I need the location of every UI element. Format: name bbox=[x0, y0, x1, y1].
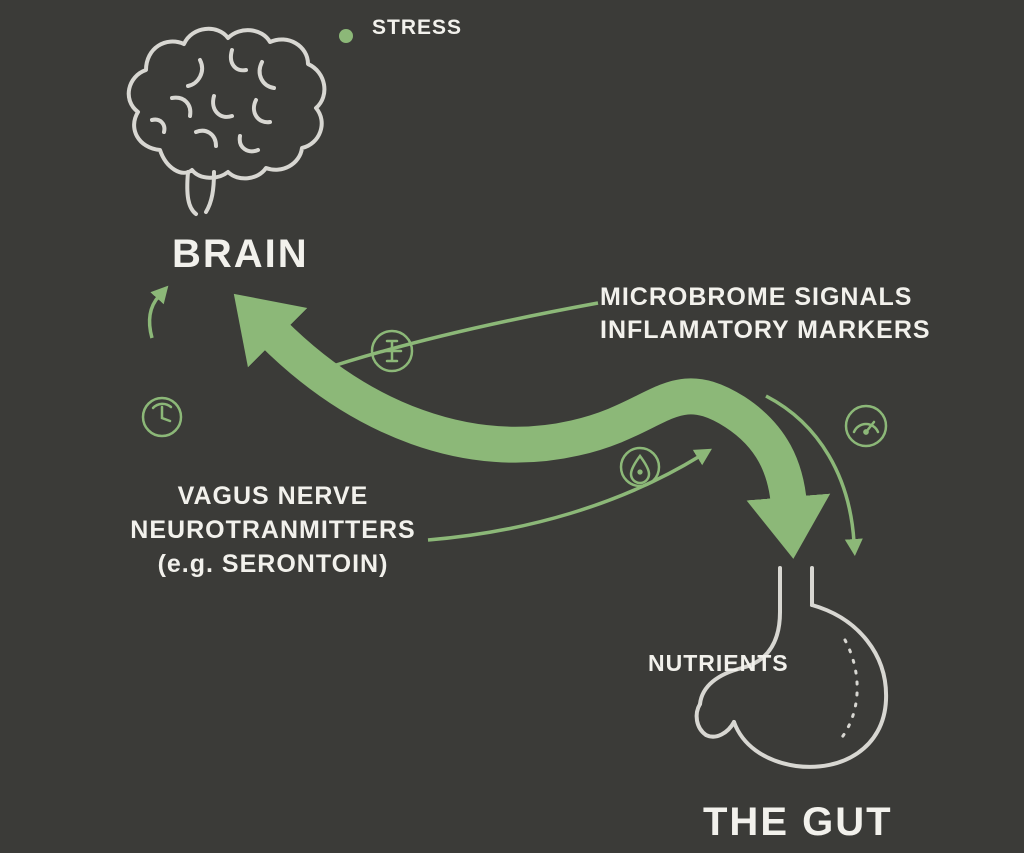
gauge-icon bbox=[844, 404, 888, 448]
nutrients-label: NUTRIENTS bbox=[648, 650, 789, 676]
stomach-icon bbox=[694, 566, 889, 769]
microbiome-signals-text: MICROBROME SIGNALS INFLAMATORY MARKERS bbox=[600, 281, 931, 347]
up-to-brain-arrow bbox=[147, 285, 169, 339]
signals-to-brain-arrow bbox=[304, 301, 599, 379]
vagus-to-gut-arrow bbox=[427, 448, 712, 542]
brain-icon bbox=[126, 27, 327, 216]
microbiome-signals-line1: MICROBROME SIGNALS bbox=[600, 283, 913, 311]
vagus-nerve-text: VAGUS NERVE NEUROTRANMITTERS (e.g. SERON… bbox=[118, 479, 428, 581]
brain-gut-main-arrow bbox=[233, 293, 831, 559]
stress-label: STRESS bbox=[372, 16, 463, 39]
vagus-nerve-line3: (e.g. SERONTOIN) bbox=[157, 550, 389, 578]
vagus-nerve-line1: VAGUS NERVE bbox=[177, 482, 369, 510]
vagus-nerve-line2: NEUROTRANMITTERS bbox=[130, 516, 416, 544]
droplet-icon bbox=[619, 446, 661, 488]
microbiome-signals-line2: INFLAMATORY MARKERS bbox=[600, 316, 931, 344]
brain-label: BRAIN bbox=[172, 232, 309, 276]
gut-label: THE GUT bbox=[703, 800, 893, 844]
neuron-icon bbox=[370, 329, 414, 373]
clock-icon bbox=[141, 396, 183, 438]
down-to-gut-arrow bbox=[765, 394, 863, 556]
stress-dot bbox=[339, 29, 353, 43]
